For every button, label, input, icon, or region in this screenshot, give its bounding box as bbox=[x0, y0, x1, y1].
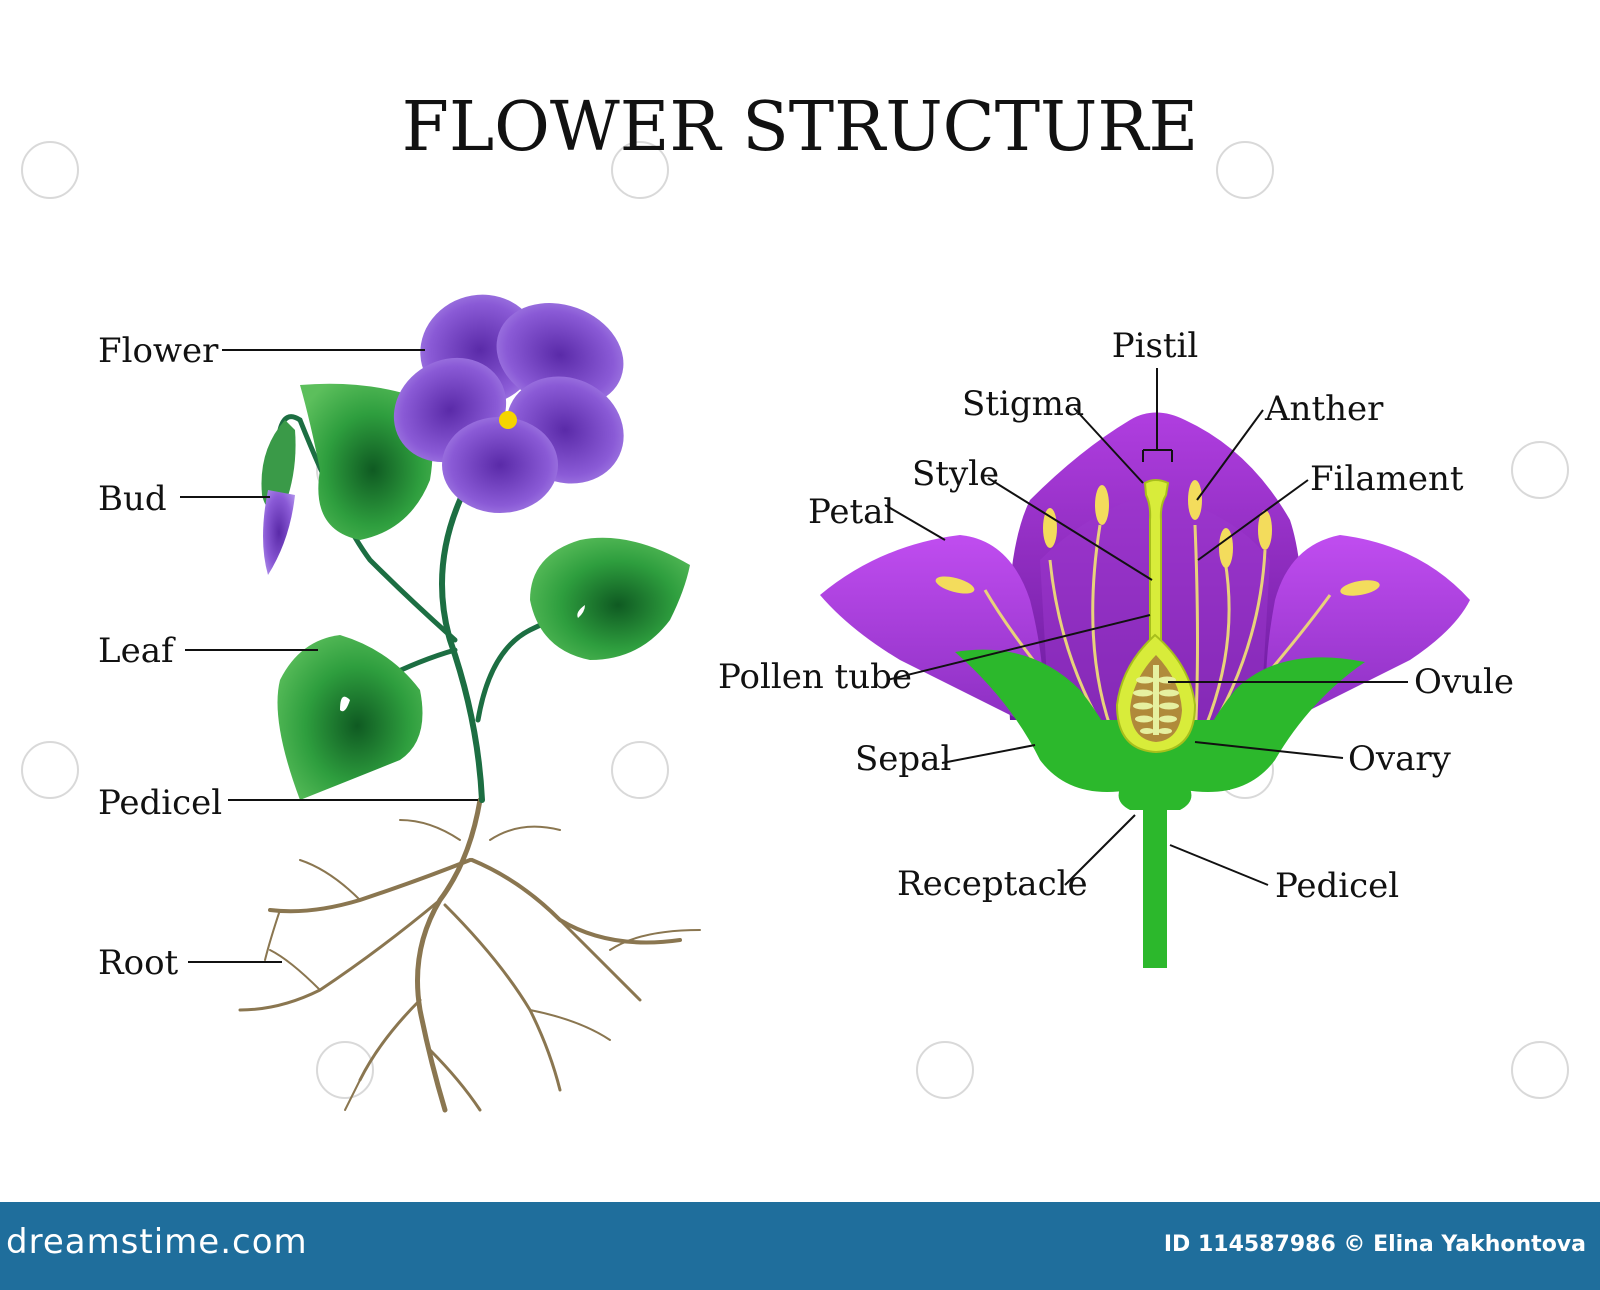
label-leaf: Leaf bbox=[98, 631, 176, 671]
leaf-shape-right bbox=[530, 537, 690, 660]
watermark-swirl-icon bbox=[21, 741, 79, 799]
label-sepal: Sepal bbox=[855, 739, 951, 779]
ovules bbox=[1133, 676, 1179, 734]
watermark-swirl-icon bbox=[316, 1041, 374, 1099]
footer-bar: dreamstime.com ID 114587986 © Elina Yakh… bbox=[0, 1202, 1600, 1290]
footer-credit: ID 114587986 © Elina Yakhontova bbox=[1163, 1232, 1586, 1257]
bud-petal-shape bbox=[263, 490, 295, 575]
flower-cross-section: Pistil Stigma Anther Style Filament Peta… bbox=[718, 326, 1514, 968]
label-bud: Bud bbox=[98, 479, 167, 519]
root-system bbox=[238, 797, 701, 1113]
style-shape bbox=[1143, 479, 1170, 641]
label-root: Root bbox=[98, 943, 179, 983]
page-title: FLOWER STRUCTURE bbox=[402, 88, 1198, 167]
label-ovary: Ovary bbox=[1348, 739, 1452, 779]
bud-shape bbox=[261, 420, 296, 511]
flower-center bbox=[499, 411, 517, 429]
label-pedicel-plant: Pedicel bbox=[98, 783, 222, 823]
watermark-swirl-icon bbox=[1216, 141, 1274, 199]
label-receptacle: Receptacle bbox=[897, 864, 1088, 904]
pedicel-shape bbox=[1143, 790, 1167, 968]
watermark-swirl-icon bbox=[21, 141, 79, 199]
label-stigma: Stigma bbox=[962, 384, 1084, 424]
footer-site-logo[interactable]: dreamstime.com bbox=[6, 1222, 308, 1262]
label-ovule: Ovule bbox=[1414, 662, 1514, 702]
label-petal: Petal bbox=[808, 492, 894, 532]
watermark-swirl-icon bbox=[611, 741, 669, 799]
label-style: Style bbox=[912, 454, 999, 494]
label-pistil: Pistil bbox=[1112, 326, 1199, 366]
watermark-swirl-icon bbox=[611, 141, 669, 199]
watermark-swirl-icon bbox=[1511, 1041, 1569, 1099]
label-flower: Flower bbox=[98, 331, 219, 371]
leaf-shape-left bbox=[277, 635, 423, 800]
label-anther: Anther bbox=[1264, 389, 1384, 429]
label-pollen-tube: Pollen tube bbox=[718, 657, 912, 697]
watermark-swirl-icon bbox=[916, 1041, 974, 1099]
plant-illustration: Flower Bud Leaf Pedicel Root bbox=[98, 294, 701, 1113]
label-pedicel-flower: Pedicel bbox=[1275, 866, 1399, 906]
watermark-swirl-icon bbox=[1511, 441, 1569, 499]
label-filament: Filament bbox=[1310, 459, 1464, 499]
violet-flower bbox=[393, 294, 624, 513]
